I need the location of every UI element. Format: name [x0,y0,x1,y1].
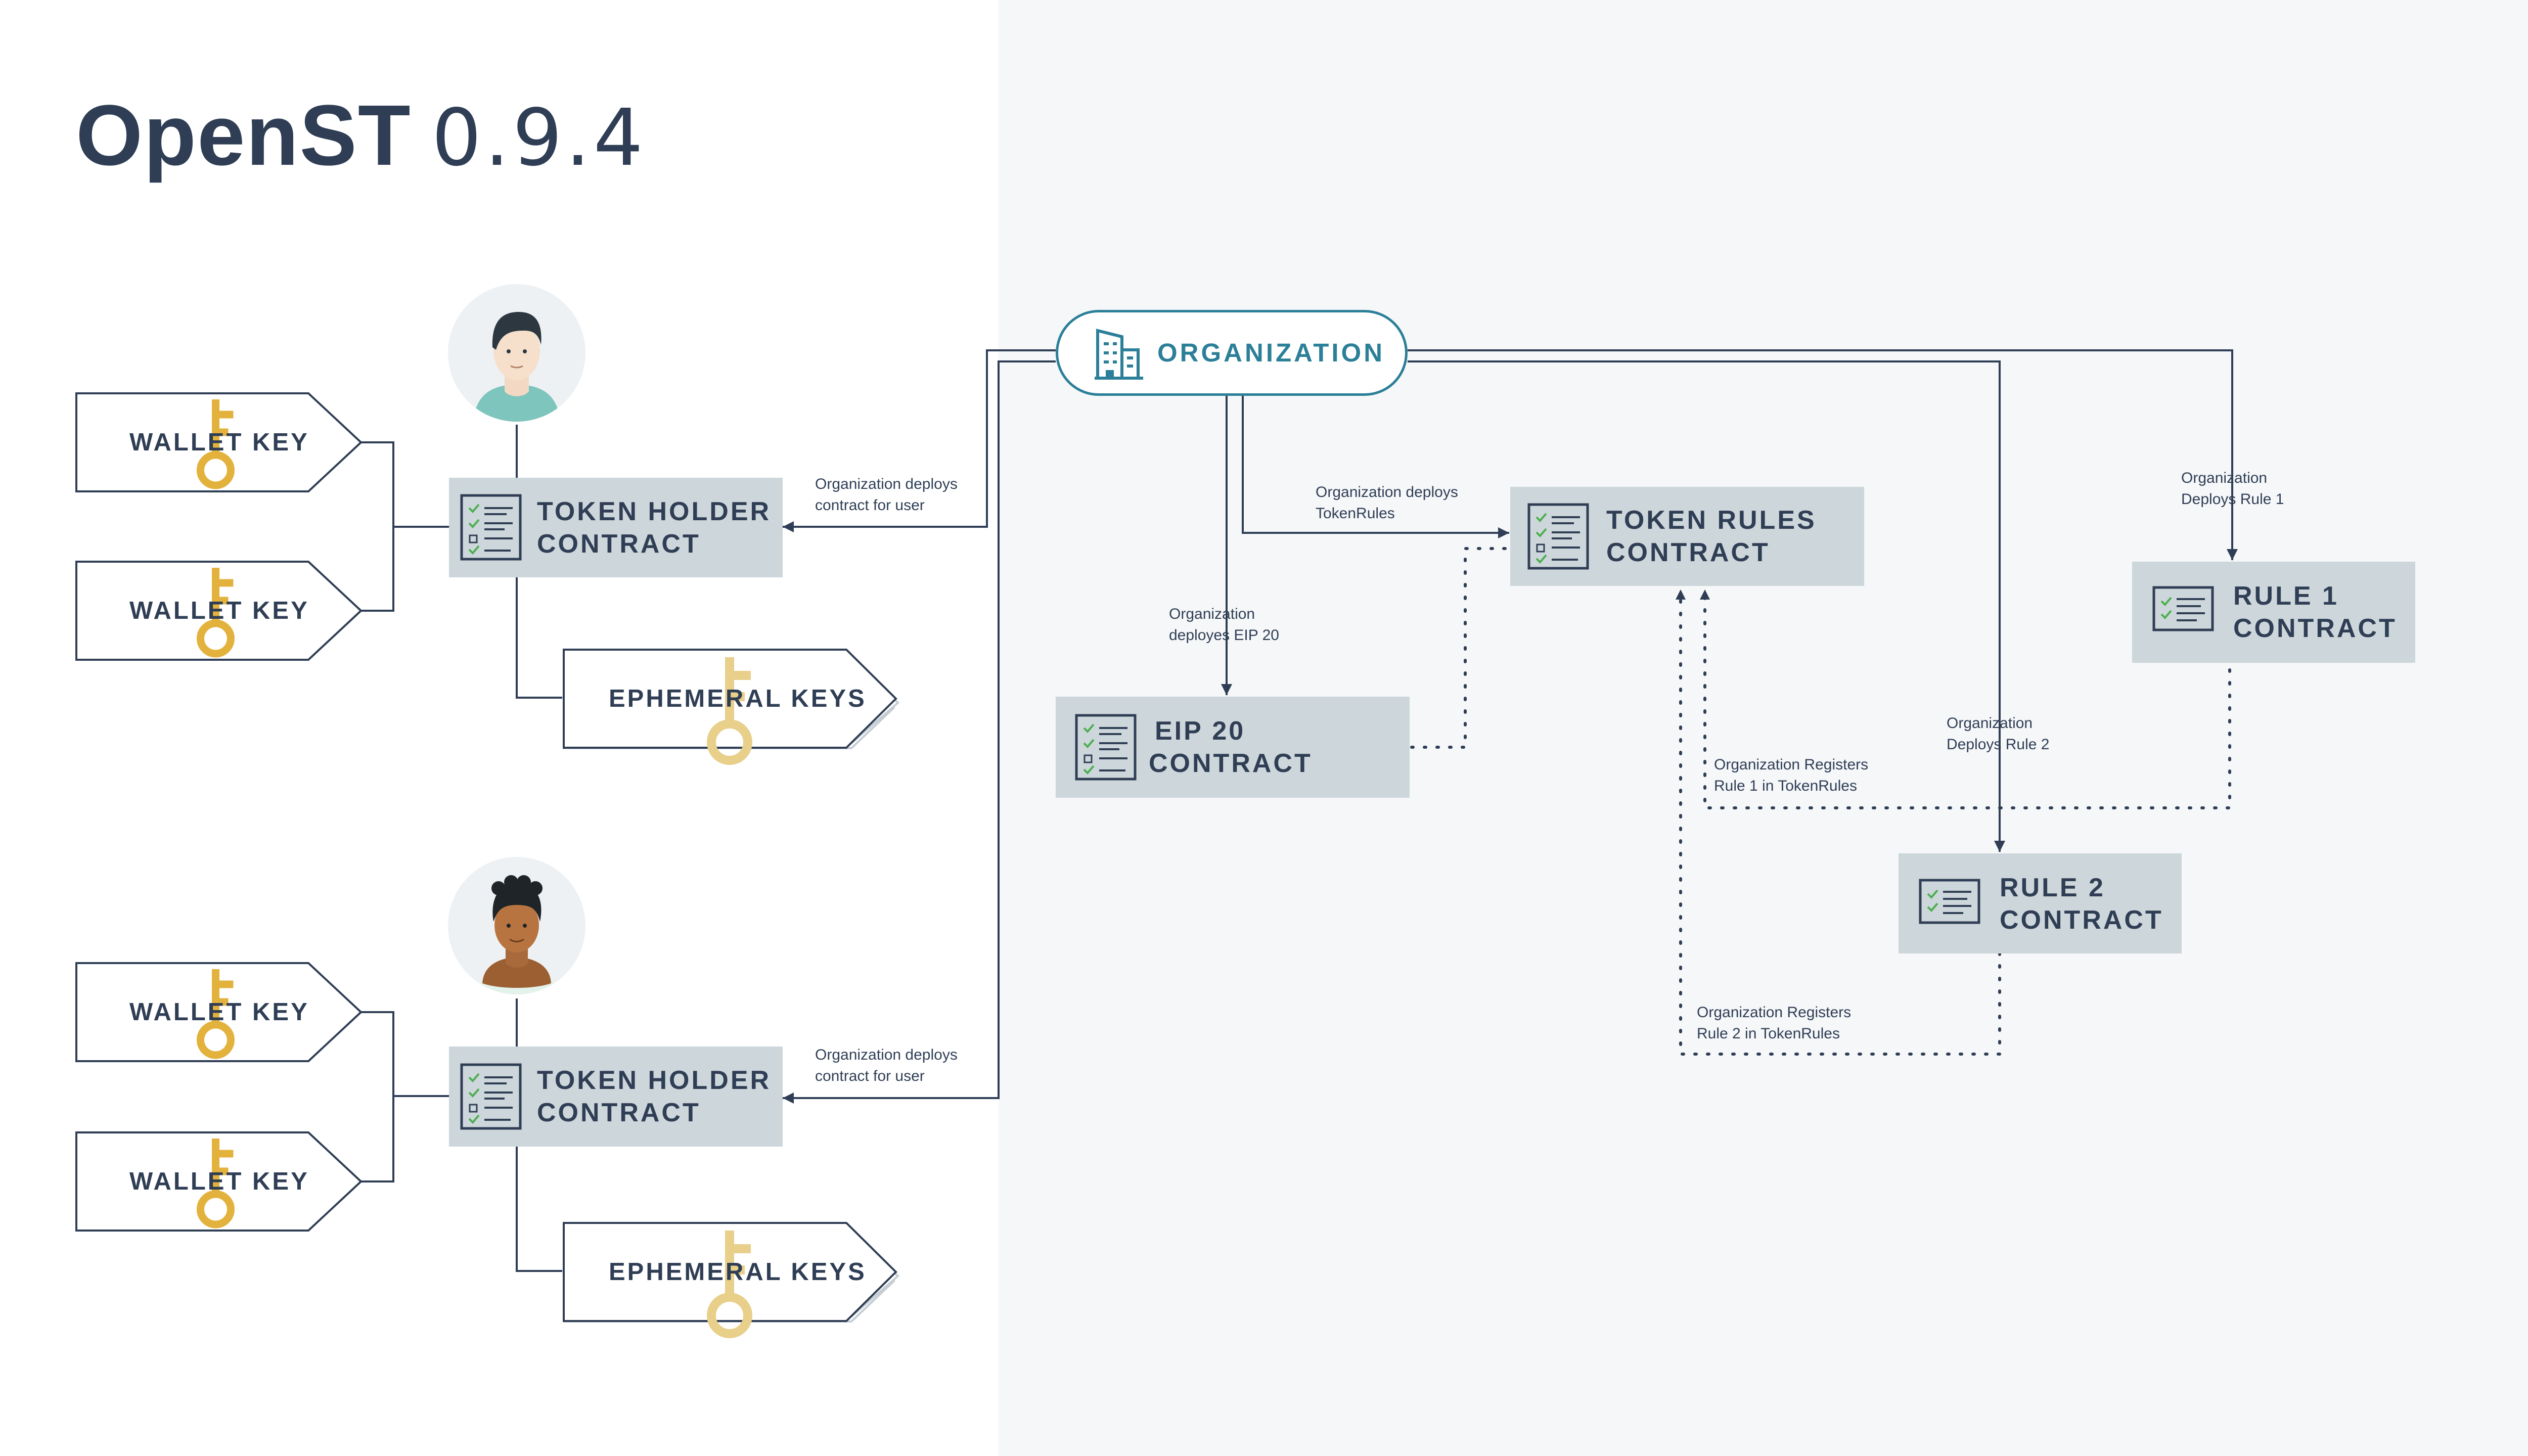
wire-org-to-th1 [783,349,1056,532]
user-avatar-1 [448,284,585,422]
key-icon [197,1139,235,1228]
annotation-deploys-eip20: Organization deployes EIP 20 [1169,604,1279,646]
key-icon [197,969,235,1059]
checklist-document-icon [1527,503,1589,570]
wallet-key-user1-a: WALLET KEY [75,392,364,493]
checklist-document-icon [1075,714,1137,781]
eip20-contract: EIP 20 CONTRACT [1056,697,1410,798]
rule2-line2: CONTRACT [2000,905,2163,935]
token-rules-contract: TOKEN RULES CONTRACT [1510,487,1864,586]
dotted-eip20-to-tokenrules [1410,547,1511,749]
title-version: 0.9.4 [431,92,647,184]
annotation-line: TokenRules [1316,505,1395,522]
token-holder-line1: TOKEN HOLDER [537,1066,772,1095]
annotation-line: Organization [2181,470,2268,486]
annotation-line: Organization [1947,715,2033,732]
annotation-line: Rule 1 in TokenRules [1714,778,1857,794]
annotation-line: Deploys Rule 2 [1947,736,2050,753]
checklist-document-icon [460,1063,522,1130]
annotation-line: deployes EIP 20 [1169,627,1279,644]
document-icon [2152,586,2214,631]
annotation-line: Organization Registers [1714,756,1869,773]
rule1-contract: RULE 1 CONTRACT [2132,562,2415,663]
annotation-line: Organization deploys [815,476,958,492]
token-rules-line2: CONTRACT [1606,538,1770,567]
title-name: OpenST [76,87,412,184]
ephemeral-keys-user1: EPHEMERAL KEYS [562,648,906,769]
user-avatar-2 [448,857,585,994]
wallet-key-label: WALLET KEY [129,1168,309,1195]
ephemeral-keys-label: EPHEMERAL KEYS [609,1258,867,1286]
rule1-line2: CONTRACT [2233,614,2397,643]
annotation-line: Organization deploys [815,1046,958,1063]
token-holder-contract-2: TOKEN HOLDER CONTRACT [449,1046,783,1147]
checklist-document-icon [460,494,522,561]
organization-node: ORGANIZATION [1056,310,1408,396]
eip20-line1: EIP 20 [1155,716,1246,746]
token-holder-line2: CONTRACT [537,529,701,559]
annotation-line: Organization [1169,606,1255,622]
wire-org-to-th2 [783,360,1056,1104]
wallet-key-user2-a: WALLET KEY [75,962,364,1063]
rule2-line1: RULE 2 [2000,873,2105,902]
ephemeral-keys-user2: EPHEMERAL KEYS [562,1221,906,1343]
wallet-key-label: WALLET KEY [129,429,309,456]
annotation-deploys-tokenrules: Organization deploys TokenRules [1316,482,1458,524]
key-icon [197,399,235,489]
rule2-contract: RULE 2 CONTRACT [1899,853,2182,953]
annotation-line: contract for user [815,1068,925,1084]
key-icon [707,657,752,765]
wire-th1-to-eph1 [516,577,562,699]
wallet-key-label: WALLET KEY [129,998,309,1026]
rule1-line1: RULE 1 [2233,581,2339,611]
wire-org-to-tokenrules [1242,396,1509,538]
wallet-key-label: WALLET KEY [129,597,309,624]
token-holder-line1: TOKEN HOLDER [537,497,772,526]
eip20-line2: CONTRACT [1149,749,1313,778]
annotation-deploy-user1: Organization deploys contract for user [815,474,958,516]
wallet-key-user2-b: WALLET KEY [75,1131,364,1232]
annotation-line: Organization Registers [1697,1004,1852,1021]
annotation-registers-rule1: Organization Registers Rule 1 in TokenRu… [1714,754,1868,797]
annotation-deploys-rule1: Organization Deploys Rule 1 [2181,468,2284,510]
annotation-line: contract for user [815,497,925,514]
token-holder-line2: CONTRACT [537,1098,701,1127]
dotted-rule2-register [1679,591,2001,1056]
wire-org-to-rule1 [1408,349,2238,560]
organization-label: ORGANIZATION [1157,338,1385,367]
dotted-rule1-register [1703,591,2231,809]
key-icon [707,1231,752,1338]
annotation-line: Deploys Rule 1 [2181,491,2284,508]
annotation-registers-rule2: Organization Registers Rule 2 in TokenRu… [1697,1002,1851,1044]
wire-wallet-bracket-1 [359,441,394,612]
token-rules-line1: TOKEN RULES [1606,506,1817,535]
wire-th2-to-eph2 [516,1147,562,1272]
wallet-key-user1-b: WALLET KEY [75,560,364,661]
wire-wallet-bracket-2 [359,1011,394,1182]
key-icon [197,568,235,658]
document-icon [1919,879,1980,924]
annotation-line: Organization deploys [1316,484,1458,500]
ephemeral-keys-label: EPHEMERAL KEYS [609,685,867,712]
building-icon [1095,329,1143,380]
annotation-deploys-rule2: Organization Deploys Rule 2 [1947,713,2049,755]
wire-org-to-rule2 [1408,360,2005,852]
token-holder-contract-1: TOKEN HOLDER CONTRACT [449,478,783,577]
annotation-line: Rule 2 in TokenRules [1697,1025,1840,1042]
annotation-deploy-user2: Organization deploys contract for user [815,1044,958,1087]
